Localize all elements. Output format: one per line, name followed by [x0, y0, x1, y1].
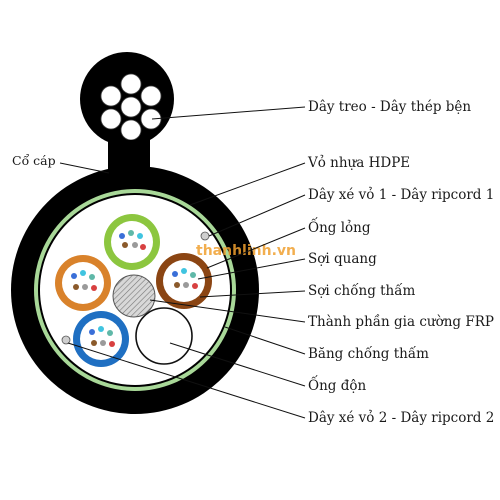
fiber	[73, 284, 79, 290]
label-loose-tube: Ống lỏng	[308, 218, 371, 236]
fiber	[119, 233, 125, 239]
label-messenger: Dây treo - Dây thép bện	[308, 99, 471, 115]
fiber	[71, 273, 77, 279]
leader-ripcord2	[67, 342, 306, 419]
fiber	[140, 244, 146, 250]
loose-tube-orange	[55, 255, 111, 311]
fiber	[107, 330, 113, 336]
filler-tube	[135, 307, 193, 365]
fiber	[91, 340, 97, 346]
leader-water-tape	[224, 326, 306, 355]
ripcord-2	[61, 335, 71, 345]
leader-loose-tube	[206, 227, 306, 269]
fiber	[132, 242, 138, 248]
fiber	[183, 282, 189, 288]
fiber	[98, 326, 104, 332]
loose-tube-blue	[73, 311, 129, 367]
leader-fiber	[197, 258, 306, 280]
leader-ripcord1	[208, 194, 306, 237]
tube-interior	[111, 221, 153, 263]
label-water-yarn: Sợi chống thấm	[308, 283, 416, 299]
tube-interior	[80, 318, 122, 360]
strand-center	[120, 96, 142, 118]
label-filler: Ống độn	[308, 376, 366, 394]
leader-lines	[59, 106, 306, 419]
fiber	[100, 340, 106, 346]
watermark: thanhlinh.vn	[196, 243, 296, 259]
fiber	[122, 242, 128, 248]
labels: Dây treo - Dây thép bện Cổ cáp Vỏ nhựa H…	[12, 99, 494, 426]
label-neck: Cổ cáp	[12, 153, 56, 168]
leader-strength-member	[149, 299, 306, 323]
fiber	[174, 282, 180, 288]
strand	[100, 108, 122, 130]
frp-strength-member	[112, 274, 156, 318]
strand	[140, 85, 162, 107]
leader-filler	[169, 342, 306, 387]
fiber	[172, 271, 178, 277]
label-strength-member: Thành phần gia cường FRP	[308, 314, 494, 330]
label-ripcord1: Dây xé vỏ 1 - Dây ripcord 1	[308, 187, 494, 203]
leader-neck	[59, 162, 110, 174]
fiber	[128, 230, 134, 236]
fiber	[181, 268, 187, 274]
fiber	[192, 283, 198, 289]
tube-interior	[163, 260, 205, 302]
strand	[120, 119, 142, 141]
loose-tube-green	[104, 214, 160, 270]
steel-strands	[100, 73, 162, 141]
fiber	[91, 285, 97, 291]
fiber	[190, 272, 196, 278]
strand	[140, 108, 162, 130]
fiber	[82, 284, 88, 290]
fiber	[137, 233, 143, 239]
leader-jacket	[189, 162, 306, 206]
fiber	[89, 329, 95, 335]
loose-tube-brown	[156, 253, 212, 309]
strand	[100, 85, 122, 107]
messenger-wire	[80, 52, 174, 146]
fiber	[109, 341, 115, 347]
label-fiber: Sợi quang	[308, 251, 377, 267]
main-cable	[11, 166, 259, 414]
leader-water-yarn	[199, 290, 306, 298]
strand	[120, 73, 142, 95]
label-jacket: Vỏ nhựa HDPE	[307, 155, 410, 171]
label-water-tape: Băng chống thấm	[308, 346, 429, 362]
fiber	[80, 270, 86, 276]
label-ripcord2: Dây xé vỏ 2 - Dây ripcord 2	[308, 410, 494, 426]
tube-interior	[62, 262, 104, 304]
fiber	[89, 274, 95, 280]
leader-messenger	[151, 106, 306, 120]
ripcord-1	[200, 231, 210, 241]
